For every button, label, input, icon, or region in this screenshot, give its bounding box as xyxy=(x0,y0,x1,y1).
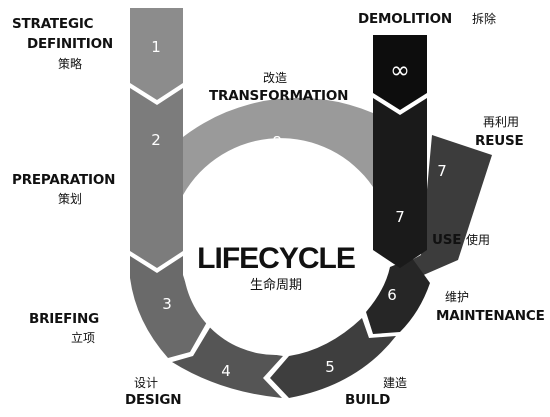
stage-8-label-zh: 改造 xyxy=(263,71,288,85)
stage-5-label: BUILD xyxy=(345,392,391,408)
stage-4-label: DESIGN xyxy=(125,392,182,408)
stage-2-preparation xyxy=(130,88,183,268)
stage-demolition xyxy=(373,35,427,110)
stage-7-reuse-branch xyxy=(393,135,492,280)
stage-3-label: BRIEFING xyxy=(29,311,99,327)
stage-4-number: 4 xyxy=(221,362,231,380)
stage-7-reuse-label-zh: 再利用 xyxy=(483,115,520,129)
stage-7-use xyxy=(373,98,427,268)
stage-5-number: 5 xyxy=(325,358,335,376)
stage-5-label-zh: 建造 xyxy=(383,376,408,390)
stage-6-label-zh: 维护 xyxy=(445,290,470,304)
stage-1-strategic-definition xyxy=(130,8,183,100)
stage-2-number: 2 xyxy=(151,131,161,149)
stage-7-use-label: USE xyxy=(432,232,462,248)
demolition-label-zh: 拆除 xyxy=(472,12,497,26)
stage-8-transformation-arc xyxy=(183,97,373,195)
stage-6-label: MAINTENANCE xyxy=(436,308,545,324)
stage-1-label-line2: DEFINITION xyxy=(27,36,114,52)
stage-2-label-zh: 策划 xyxy=(58,192,83,206)
center-hole xyxy=(183,169,369,355)
stage-1-label-line1: STRATEGIC xyxy=(12,16,94,32)
stage-1-label-zh: 策略 xyxy=(58,57,83,71)
demolition-infinity-symbol: ∞ xyxy=(390,56,410,84)
stage-8-label: TRANSFORMATION xyxy=(209,88,349,104)
stage-3-label-zh: 立项 xyxy=(71,331,96,345)
stage-4-design xyxy=(172,326,283,398)
stage-6-maintenance xyxy=(366,258,430,334)
center-subtitle: 生命周期 xyxy=(249,278,302,293)
stage-6-number: 6 xyxy=(387,286,397,304)
stage-1-number: 1 xyxy=(151,38,161,56)
demolition-label: DEMOLITION xyxy=(358,11,452,27)
stage-2-label: PREPARATION xyxy=(12,172,116,188)
stage-3-briefing xyxy=(130,256,207,358)
stage-7-reuse-label: REUSE xyxy=(475,133,524,149)
center-title: LIFECYCLE xyxy=(197,242,356,275)
stage-4-label-zh: 设计 xyxy=(134,376,159,390)
stage-3-number: 3 xyxy=(162,295,172,313)
stage-7-reuse-number: 7 xyxy=(437,162,447,180)
stage-7-use-label-zh: 使用 xyxy=(466,233,491,247)
stage-8-number: 8 xyxy=(272,133,282,151)
stage-7-use-number: 7 xyxy=(395,208,405,226)
stage-5-build xyxy=(270,318,396,398)
